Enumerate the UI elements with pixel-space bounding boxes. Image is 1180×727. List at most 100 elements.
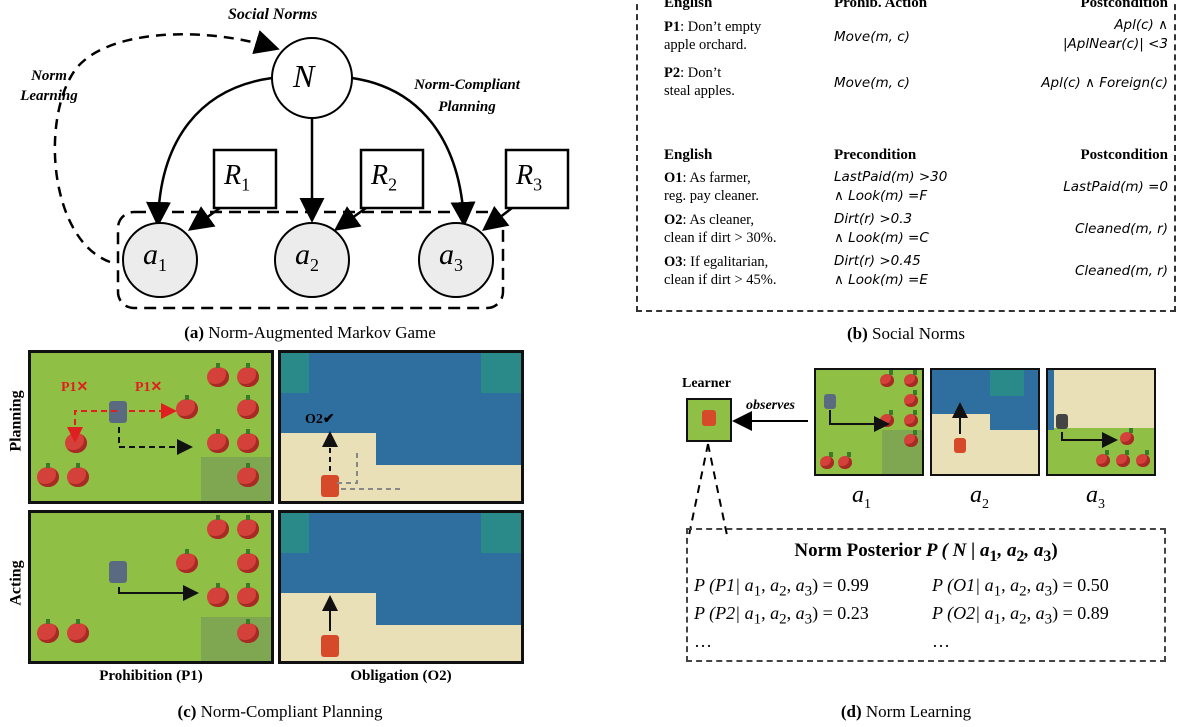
- o1-english: O1: As farmer,reg. pay cleaner.: [664, 170, 760, 204]
- apple-icon: [237, 515, 259, 539]
- norm-compliant-planning-label: Norm-Compliant Planning: [414, 77, 520, 115]
- acting-path: [118, 585, 199, 601]
- apple-icon: [904, 370, 918, 387]
- apple-icon: [1120, 428, 1134, 445]
- agent-sprite: [109, 401, 127, 423]
- posterior-o1: P (O1| a1, a2, a3) = 0.50: [932, 575, 1109, 600]
- agent-node-3: [418, 222, 494, 298]
- agent-label-2: a2: [295, 238, 319, 275]
- markov-game-diagram: [53, 30, 570, 310]
- social-norms-label: Social Norms: [228, 6, 318, 23]
- apple-icon: [820, 452, 834, 469]
- posterior-p1: P (P1| a1, a2, a3) = 0.99: [694, 575, 869, 600]
- apple-icon: [237, 463, 259, 487]
- shallow-water: [990, 370, 1024, 396]
- apple-icon: [904, 430, 918, 447]
- observes-label: observes: [746, 398, 795, 413]
- o2-check-mark: O2✔: [305, 412, 335, 427]
- planning-paths: [67, 403, 193, 455]
- r2-arrow: [333, 206, 367, 231]
- apple-icon: [37, 619, 59, 643]
- agent-node-2: [274, 222, 350, 298]
- shallow-water: [481, 353, 521, 393]
- agent-sprite: [1056, 414, 1068, 429]
- learner-agent-sprite: [702, 410, 716, 426]
- reward-label-1: R1: [224, 160, 251, 195]
- o1-post: LastPaid(m) =0: [1063, 179, 1168, 195]
- apple-icon: [207, 515, 229, 539]
- apple-icon: [237, 363, 259, 387]
- apple-icon: [1116, 450, 1130, 467]
- apple-icon: [1096, 450, 1110, 467]
- agent-node-1: [122, 222, 198, 298]
- dark-grass-patch: [201, 457, 271, 501]
- planning-paths: [322, 431, 401, 490]
- posterior-p2: P (P2| a1, a2, a3) = 0.23: [694, 603, 869, 628]
- caption-d: (d) Norm Learning: [840, 702, 972, 721]
- learner-grid: [686, 398, 732, 442]
- trajectory-grid-a3: [1046, 368, 1156, 476]
- apple-icon: [838, 452, 852, 469]
- dark-grass-patch: [201, 617, 271, 661]
- o3-english: O3: If egalitarian,clean if dirt > 45%.: [664, 254, 777, 288]
- apple-icon: [237, 395, 259, 419]
- reward-box-3: [504, 148, 570, 210]
- shallow-water: [281, 513, 309, 553]
- prohib-header-action: Prohib. Action: [834, 0, 928, 11]
- apple-icon: [207, 363, 229, 387]
- apple-icon: [237, 429, 259, 453]
- posterior-ellipsis-right: …: [932, 631, 950, 651]
- o2-post: Cleaned(m, r): [1074, 221, 1168, 237]
- p2-post: Apl(c) ∧ Foreign(c): [1041, 75, 1168, 91]
- reward-box-2: [359, 148, 425, 210]
- caption-c: (c) Norm-Compliant Planning: [177, 702, 383, 721]
- r3-arrow: [482, 205, 513, 232]
- trajectory-label-a2: a2: [970, 482, 989, 512]
- apple-icon: [237, 619, 259, 643]
- apple-icon: [880, 370, 894, 387]
- n-to-a1-arrow: [146, 76, 273, 227]
- reward-label-3: R3: [516, 160, 543, 195]
- trajectory-grid-a2: [930, 368, 1040, 476]
- apple-icon: [176, 395, 198, 419]
- prohib-header-post: Postcondition: [1080, 0, 1168, 11]
- o2-pre: Dirt(r) >0.3∧ Look(m) =C: [834, 211, 929, 246]
- social-norms-table: English Prohib. Action Postcondition P1:…: [636, 0, 1176, 312]
- p1-action: Move(m, c): [834, 29, 910, 45]
- learner-label: Learner: [682, 376, 731, 391]
- trajectory-label-a1: a1: [852, 482, 871, 512]
- posterior-ellipsis-left: …: [694, 631, 712, 651]
- acting-path: [322, 595, 338, 631]
- oblig-header-post: Postcondition: [1080, 147, 1168, 163]
- prohib-header-english: English: [664, 0, 713, 11]
- norm-node-label: N: [293, 58, 315, 94]
- sand-area: [990, 430, 1038, 474]
- reward-label-2: R2: [371, 160, 398, 195]
- agent-sprite: [321, 635, 339, 657]
- apple-icon: [904, 390, 918, 407]
- agent-label-1: a1: [143, 238, 167, 275]
- trajectory-grid-a1: [814, 368, 924, 476]
- learning-connectors: [687, 411, 808, 541]
- trajectory-label-a3: a3: [1086, 482, 1105, 512]
- agent-sprite: [824, 394, 836, 409]
- shallow-water: [281, 353, 309, 393]
- p2-action: Move(m, c): [834, 75, 910, 91]
- apple-icon: [904, 410, 918, 427]
- row-label-acting: Acting: [7, 560, 25, 606]
- o3-pre: Dirt(r) >0.45∧ Look(m) =E: [834, 253, 928, 288]
- water-edge: [1048, 370, 1054, 430]
- oblig-header-english: English: [664, 147, 713, 163]
- apple-icon: [207, 583, 229, 607]
- apple-icon: [37, 463, 59, 487]
- p1-violation-mark-2: P1✕: [135, 380, 163, 395]
- grid-planning-obligation: O2✔: [278, 350, 524, 504]
- agent-sprite: [954, 438, 966, 453]
- caption-a: (a) Norm-Augmented Markov Game: [184, 323, 436, 342]
- o1-pre: LastPaid(m) >30∧ Look(m) =F: [834, 169, 948, 204]
- sand-area: [376, 625, 521, 661]
- norm-learning-label: Norm Learning: [20, 68, 78, 104]
- apple-icon: [237, 583, 259, 607]
- agent-label-3: a3: [439, 238, 463, 275]
